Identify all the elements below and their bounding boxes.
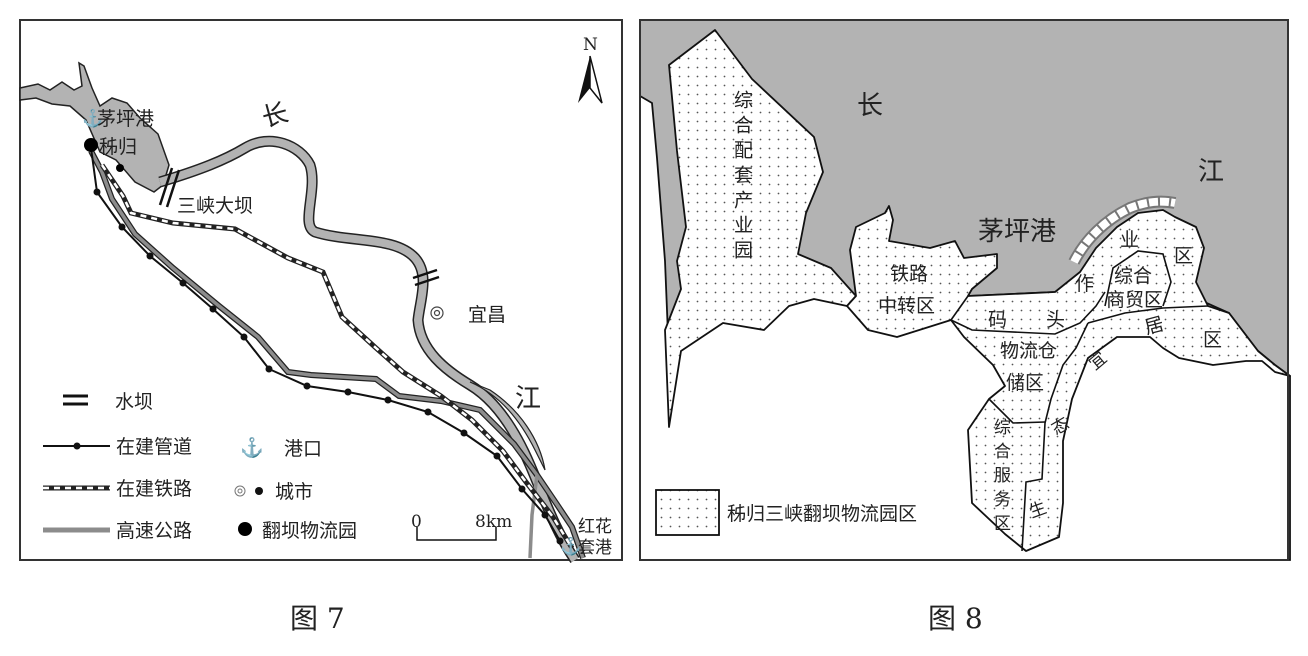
pipeline-node [493,452,501,460]
anchor-icon: ⚓ [82,108,103,129]
pipeline-node [209,305,217,313]
label-rail-transfer-line1: 铁路 [890,263,928,285]
anchor-icon: ⚓ [560,536,581,557]
berths-fill [1070,197,1176,264]
city-icon-yichang [430,306,444,320]
logistics-park-marker [84,138,98,152]
legend-dam-icon [63,394,88,406]
pipeline-nodes [93,188,564,545]
river-widening [469,381,546,471]
pipeline-node [541,511,549,519]
scale-zero: 0 [411,512,422,532]
north-arrow: N [578,35,603,104]
place-yichang: 宜昌 [468,304,506,326]
map-frame [639,19,1289,561]
figure-8-map: 综合配套产业园 长 江 茅坪港 铁路 中转区 码 头 作 业 区 综合 商贸区 … [639,19,1291,561]
expressway-branch [528,474,539,559]
label-warehouse-line2: 储区 [1006,372,1044,394]
zone-boundaries [950,250,1209,552]
label-operation-1: 作 [1075,273,1094,295]
place-three-gorges-dam: 三峡大坝 [177,195,253,217]
pipeline-node [240,333,248,341]
zone-eastern-park [846,205,1291,552]
pipeline-node [460,429,468,437]
legend-park-swatch [655,489,720,536]
legend-city-icon [234,485,263,497]
label-industrial-park: 综合配套产业园 [731,90,753,265]
label-residential-5: 区 [1203,329,1222,351]
legend-city-label: 城市 [275,481,313,503]
scale-distance: 8km [475,512,512,532]
pipeline-node [556,537,564,545]
label-commerce-line2: 商贸区 [1106,289,1163,311]
label-maoping-port: 茅坪港 [978,217,1056,247]
label-operation-2: 业 [1120,229,1139,251]
scale-bar: 0 8km [411,512,512,541]
caption-figure-8: 图 8 [928,602,983,635]
legend-highway-label: 高速公路 [116,520,192,542]
label-warehouse-line1: 物流仓 [1000,340,1057,362]
legend-pipeline-label: 在建管道 [116,436,192,458]
label-dock-1: 码 [988,309,1007,331]
expressway-fill [89,150,585,559]
pipeline-node [384,396,392,404]
pipeline-node [265,365,273,373]
pipeline-node [146,252,154,260]
river-label-jiang: 江 [1198,157,1224,187]
yangtze-river [158,137,579,563]
label-dock-2: 头 [1046,309,1065,331]
legend-logistics-park-icon [238,522,252,536]
pipeline-node [518,485,526,493]
label-service-area: 综合服务区 [990,418,1011,538]
north-label: N [583,35,598,55]
legend-anchor-icon: ⚓ [240,436,264,459]
zone-industrial-park [664,29,857,428]
label-rail-transfer-line2: 中转区 [878,295,935,317]
legend-pipeline-icon [43,442,110,450]
legend-dam-label: 水坝 [115,391,153,413]
pipeline-node [303,382,311,390]
zigui-city-marker [116,164,124,172]
legend-railway-label: 在建铁路 [116,478,192,500]
reservoir-area [19,61,170,193]
railway-dashes [100,164,574,549]
three-gorges-dam-symbol [158,167,181,208]
legend-port-label: 港口 [284,438,322,460]
label-commerce-line1: 综合 [1114,265,1152,287]
figure-7-map: ⚓ 茅坪港 秭归 三峡大坝 宜昌 长 江 红花 套港 ⚓ N 水坝 [19,19,623,564]
place-honghuatao-line1: 红花 [578,517,612,537]
place-maoping-port: 茅坪港 [97,108,154,130]
pipeline-node [93,188,101,196]
label-residential-1: 生 [1027,498,1050,523]
river-label-jiang: 江 [515,384,541,414]
pipeline-node [179,279,187,287]
legend-logistics-park-label: 翻坝物流园 [262,520,357,542]
place-honghuatao-line2: 套港 [578,538,612,558]
pipeline-node [344,388,352,396]
label-operation-3: 区 [1174,245,1193,267]
legend: 水坝 在建管道 ⚓ 港口 在建铁路 城市 高速公路 翻坝物流园 [43,391,357,542]
caption-figure-7: 图 7 [290,602,345,635]
pipeline-node [424,408,432,416]
pipeline-node [118,223,126,231]
place-zigui: 秭归 [99,136,137,158]
river-label-chang: 长 [857,91,883,121]
dam-symbol-gezhouba [412,268,440,287]
legend-park-label: 秭归三峡翻坝物流园区 [727,503,917,525]
